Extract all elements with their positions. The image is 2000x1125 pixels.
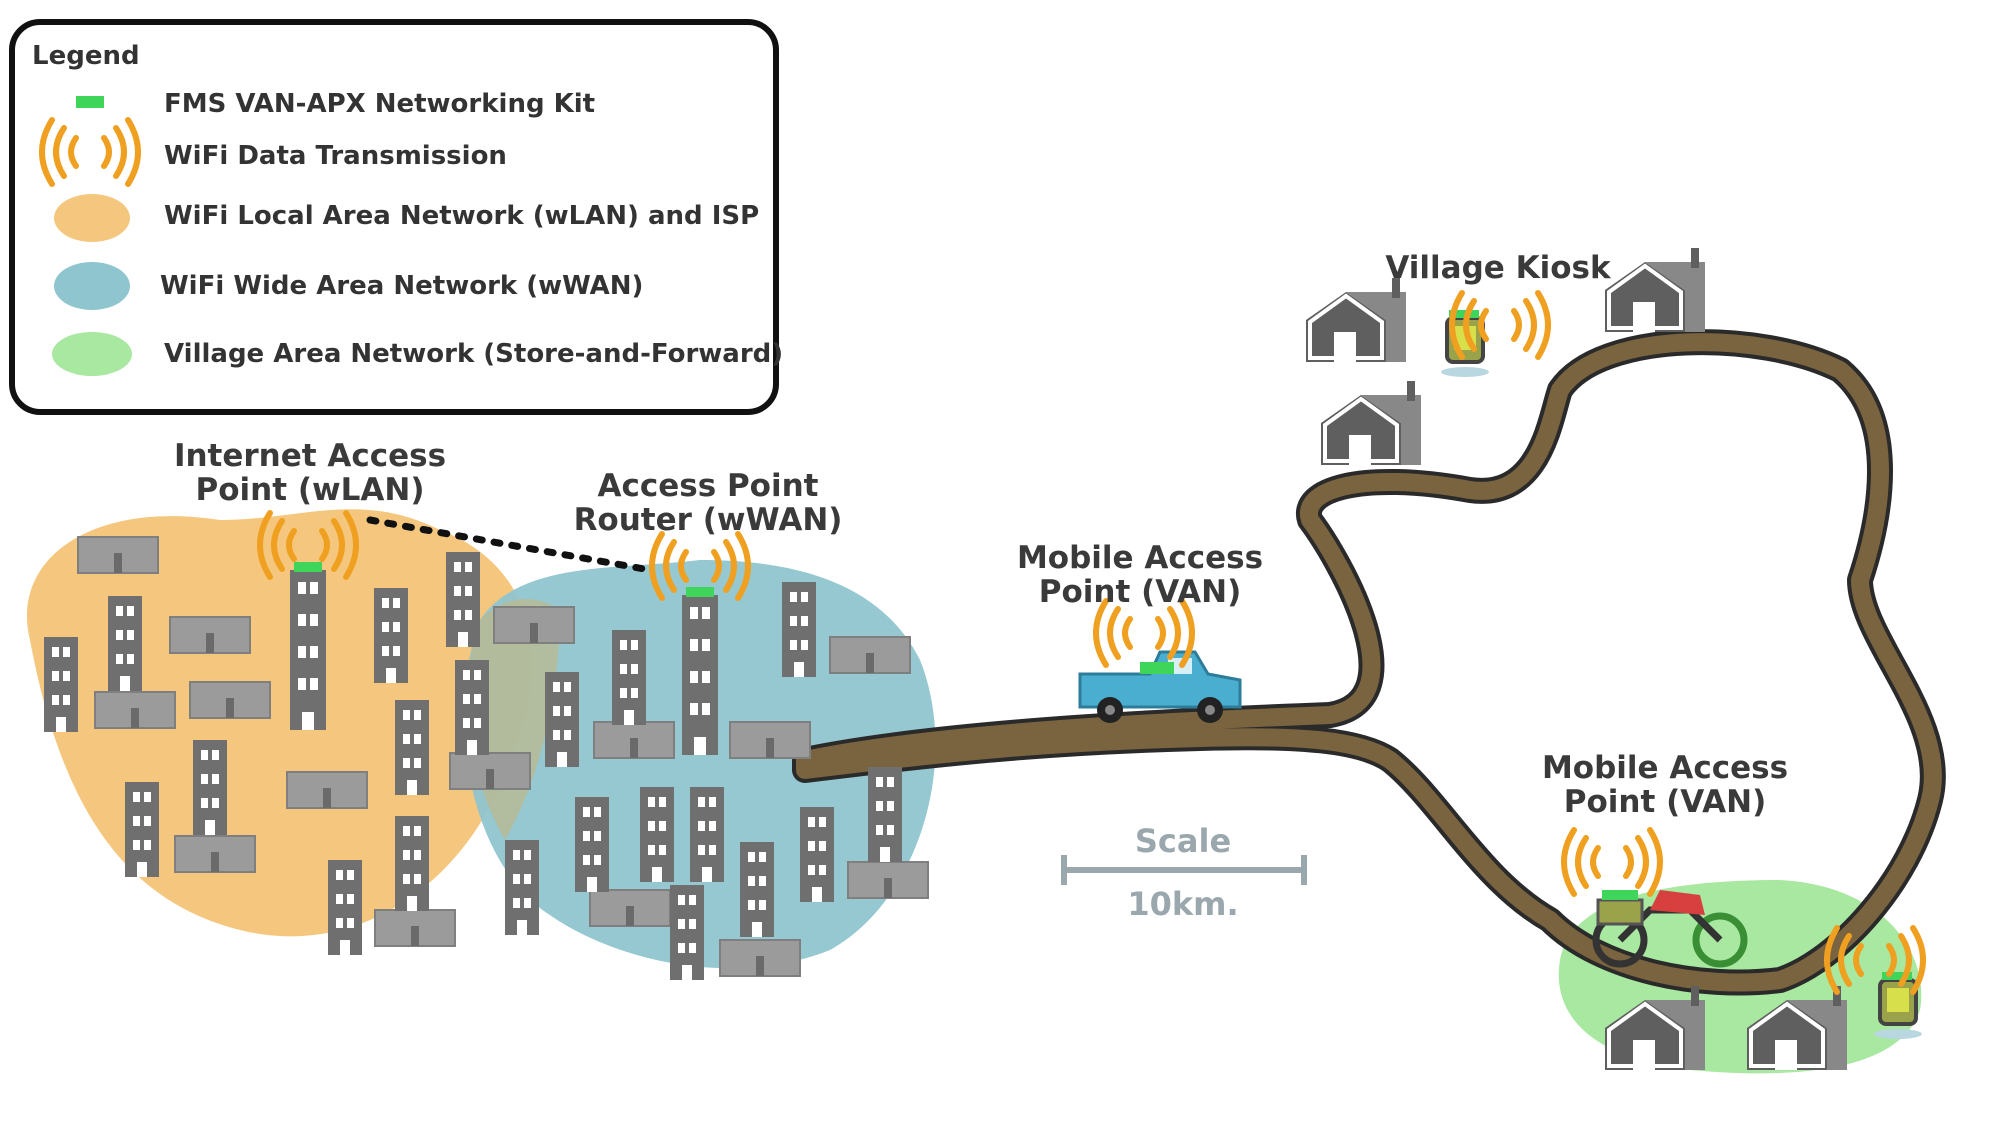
mobile-ap2-label-line1: Mobile Access <box>1542 750 1788 786</box>
legend-item-kit: FMS VAN-APX Networking Kit <box>164 89 595 119</box>
building <box>612 630 646 725</box>
building <box>782 582 816 677</box>
mobile-ap1-label-line2: Point (VAN) <box>1039 574 1241 610</box>
building <box>868 767 902 862</box>
blue-blob-icon <box>54 262 130 310</box>
building <box>328 860 362 955</box>
house-icon <box>1304 276 1408 364</box>
low-building <box>493 606 575 644</box>
scale-bar: Scale 10km. <box>1061 822 1307 923</box>
orange-blob-icon <box>54 194 130 242</box>
router-tower <box>682 595 718 755</box>
motorbike-icon <box>1592 890 1748 968</box>
legend: Legend FMS VAN-APX Networking Kit WiFi D… <box>9 19 783 415</box>
building <box>125 782 159 877</box>
internet-ap-label-line1: Internet Access <box>174 438 446 474</box>
kit-icon <box>686 587 714 597</box>
low-building <box>589 889 671 927</box>
green-kit-icon <box>76 96 104 108</box>
building <box>374 588 408 683</box>
low-building <box>169 616 251 654</box>
building <box>800 807 834 902</box>
village-kiosk-label: Village Kiosk <box>1385 250 1612 286</box>
router-label-line1: Access Point <box>598 468 819 504</box>
house-icon <box>1603 246 1707 334</box>
low-building <box>94 691 176 729</box>
building <box>670 885 704 980</box>
building <box>446 552 480 647</box>
legend-item-wifi: WiFi Data Transmission <box>164 141 507 171</box>
wifi-link <box>366 516 654 574</box>
building <box>44 637 78 732</box>
low-building <box>847 861 929 899</box>
building <box>455 660 489 755</box>
low-building <box>729 721 811 759</box>
building <box>740 842 774 937</box>
wifi-waves-icon <box>1564 830 1660 894</box>
low-building <box>719 939 801 977</box>
building <box>395 700 429 795</box>
mobile-ap2-label-line2: Point (VAN) <box>1564 784 1766 820</box>
legend-item-wlan: WiFi Local Area Network (wLAN) and ISP <box>164 201 759 231</box>
low-building <box>77 536 159 574</box>
low-building <box>593 721 675 759</box>
low-building <box>829 636 911 674</box>
building <box>640 787 674 882</box>
low-building <box>374 909 456 947</box>
scale-title: Scale <box>1135 822 1231 860</box>
internet-ap-tower <box>290 570 326 730</box>
building <box>575 797 609 892</box>
scale-value: 10km. <box>1127 885 1238 923</box>
building <box>690 787 724 882</box>
kit-icon <box>294 562 322 572</box>
router-label-line2: Router (wWAN) <box>574 502 843 538</box>
low-building <box>286 771 368 809</box>
internet-ap-label-line2: Point (wLAN) <box>196 472 425 508</box>
legend-title: Legend <box>32 41 140 71</box>
legend-item-wwan: WiFi Wide Area Network (wWAN) <box>160 271 643 301</box>
building <box>108 596 142 691</box>
building <box>395 816 429 911</box>
low-building <box>189 681 271 719</box>
mobile-ap1-label-line1: Mobile Access <box>1017 540 1263 576</box>
low-building <box>449 752 531 790</box>
building <box>545 672 579 767</box>
low-building <box>174 835 256 873</box>
building <box>505 840 539 935</box>
legend-item-van: Village Area Network (Store-and-Forward) <box>164 339 783 369</box>
green-blob-icon <box>52 332 132 376</box>
building <box>193 740 227 835</box>
house-icon <box>1319 379 1423 467</box>
